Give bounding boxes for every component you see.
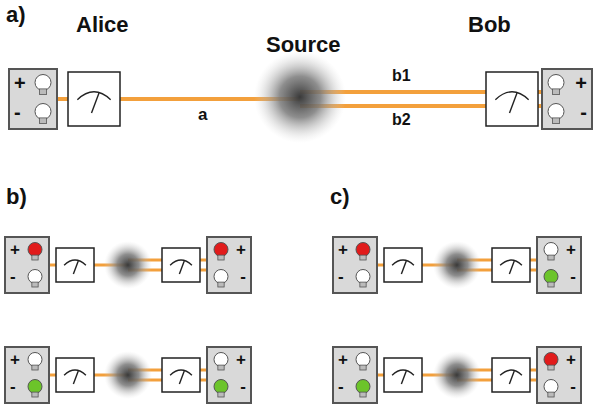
- polarity-sign: +: [566, 351, 576, 368]
- polarity-sign: -: [10, 378, 16, 395]
- measurement-device: [56, 358, 94, 392]
- party-name: Alice: [76, 14, 129, 36]
- party-name: Bob: [468, 14, 511, 36]
- polarity-sign: +: [10, 241, 20, 258]
- photon-source: [254, 51, 346, 143]
- channel-label: b2: [392, 112, 411, 128]
- lamp-box: +-: [536, 346, 582, 404]
- polarity-sign: +: [566, 241, 576, 258]
- photon-source: [104, 351, 152, 399]
- polarity-sign: +: [14, 73, 26, 93]
- lamp-box: +-: [541, 68, 593, 130]
- lamp-box: +-: [206, 346, 252, 404]
- polarity-sign: -: [240, 268, 246, 285]
- lamp: [356, 353, 370, 371]
- lamp: [356, 270, 370, 288]
- lamp: [548, 75, 564, 95]
- lamp: [548, 104, 564, 124]
- polarity-sign: +: [236, 241, 246, 258]
- polarity-sign: +: [10, 351, 20, 368]
- lamp: [544, 270, 558, 288]
- lamp: [544, 353, 558, 371]
- polarity-sign: +: [338, 241, 348, 258]
- lamp-box: +-: [332, 236, 378, 294]
- measurement-device: [56, 248, 94, 282]
- photon-source: [433, 351, 481, 399]
- channel-label: b1: [392, 68, 411, 84]
- optical-fiber: [58, 97, 68, 101]
- measurement-device: [492, 248, 530, 282]
- source-name: Source: [266, 34, 341, 56]
- measurement-device: [492, 358, 530, 392]
- lamp: [28, 353, 42, 371]
- polarity-sign: -: [338, 378, 344, 395]
- lamp: [28, 380, 42, 398]
- panel-label: b): [6, 186, 27, 208]
- polarity-sign: -: [580, 102, 587, 122]
- polarity-sign: -: [570, 268, 576, 285]
- lamp: [214, 353, 228, 371]
- measurement-device: [486, 72, 538, 126]
- polarity-sign: -: [240, 378, 246, 395]
- lamp: [35, 104, 51, 124]
- measurement-device: [384, 248, 422, 282]
- polarity-sign: +: [575, 73, 587, 93]
- measurement-device: [162, 358, 200, 392]
- polarity-sign: -: [570, 378, 576, 395]
- lamp: [35, 75, 51, 95]
- polarity-sign: +: [236, 351, 246, 368]
- lamp: [356, 243, 370, 261]
- polarity-sign: -: [10, 268, 16, 285]
- photon-source: [104, 241, 152, 289]
- lamp: [28, 270, 42, 288]
- panel-label: c): [330, 186, 350, 208]
- polarity-sign: +: [338, 351, 348, 368]
- measurement-device: [68, 72, 120, 126]
- lamp-box: +-: [8, 68, 58, 130]
- lamp-box: +-: [4, 346, 50, 404]
- lamp: [28, 243, 42, 261]
- lamp: [356, 380, 370, 398]
- measurement-device: [162, 248, 200, 282]
- lamp: [544, 243, 558, 261]
- photon-source: [433, 241, 481, 289]
- measurement-device: [384, 358, 422, 392]
- lamp: [214, 243, 228, 261]
- channel-label: a: [198, 106, 207, 123]
- lamp-box: +-: [206, 236, 252, 294]
- lamp: [544, 380, 558, 398]
- lamp-box: +-: [4, 236, 50, 294]
- lamp-box: +-: [536, 236, 582, 294]
- lamp: [214, 270, 228, 288]
- lamp-box: +-: [332, 346, 378, 404]
- polarity-sign: -: [338, 268, 344, 285]
- lamp: [214, 380, 228, 398]
- panel-label: a): [6, 4, 26, 26]
- polarity-sign: -: [14, 102, 21, 122]
